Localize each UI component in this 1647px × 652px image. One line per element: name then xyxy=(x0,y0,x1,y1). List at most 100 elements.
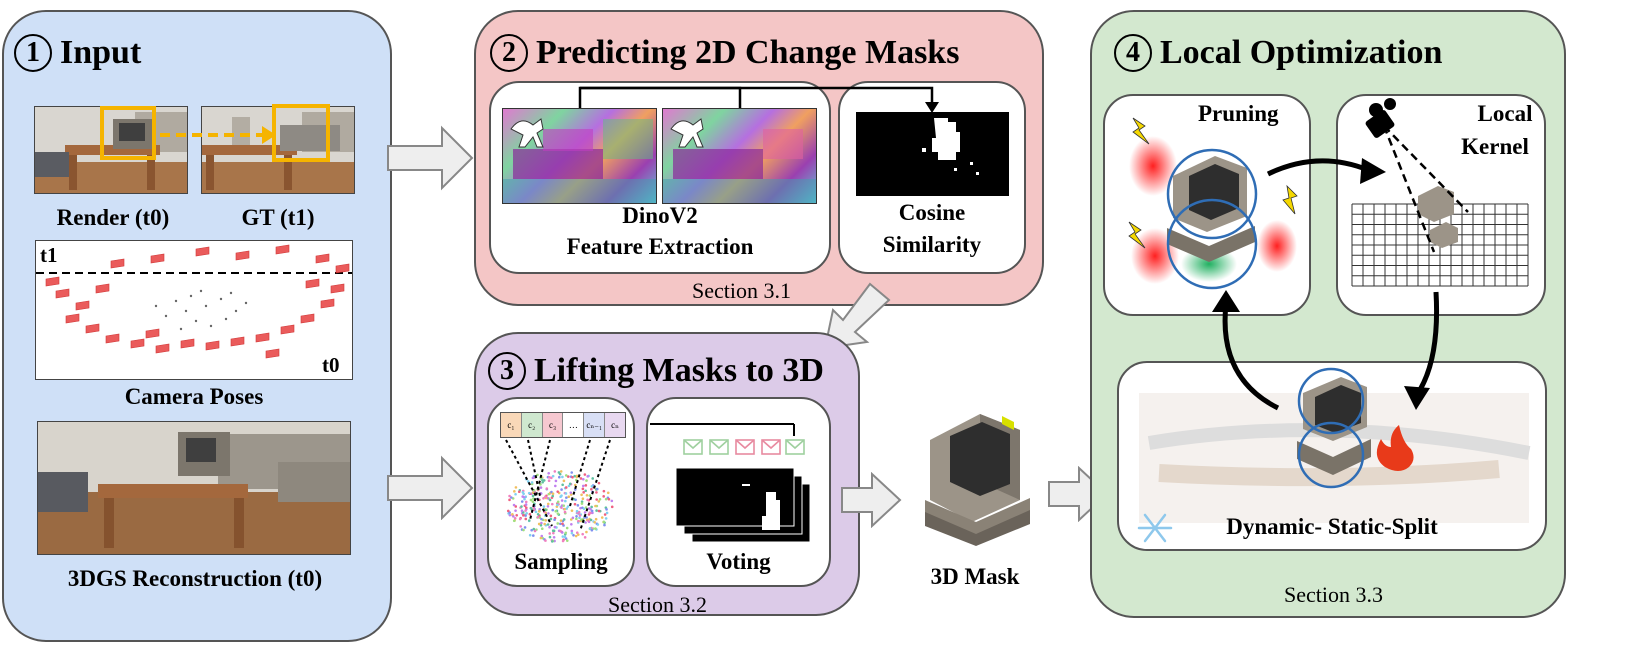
sample-point xyxy=(557,471,561,474)
sample-point xyxy=(546,502,550,506)
sample-point xyxy=(545,487,549,490)
sample-point xyxy=(524,503,528,506)
sample-point xyxy=(530,481,534,484)
split-label: Dynamic- Static-Split xyxy=(1226,514,1438,539)
sample-point xyxy=(556,500,560,504)
sample-point xyxy=(528,512,532,516)
token-2: c₂ xyxy=(521,413,543,437)
3d-mask-object xyxy=(925,414,1030,546)
sampling-scatter xyxy=(505,439,614,543)
sample-point xyxy=(551,492,555,496)
sample-point xyxy=(602,489,606,493)
step-number-4: 4 xyxy=(1114,34,1152,72)
sample-point xyxy=(593,520,597,524)
sample-point xyxy=(570,509,574,512)
sample-point xyxy=(556,522,560,525)
sample-point xyxy=(562,518,566,521)
sample-point xyxy=(554,509,558,513)
reconstruction-label: 3DGS Reconstruction (t0) xyxy=(67,566,323,591)
cosine-label-line2: Similarity xyxy=(882,232,982,257)
sample-point xyxy=(575,514,578,518)
sample-point xyxy=(560,488,563,491)
dino-feature-map-1 xyxy=(502,108,657,204)
sample-point xyxy=(536,473,539,477)
sample-point xyxy=(565,507,568,510)
sample-point xyxy=(590,484,594,488)
sample-point xyxy=(523,526,527,529)
sample-point xyxy=(532,497,535,500)
pruning-label: Pruning xyxy=(1198,101,1279,126)
sample-point xyxy=(536,515,540,519)
token-ellipsis: … xyxy=(563,413,585,437)
sample-point xyxy=(565,496,568,499)
sample-point xyxy=(560,506,563,510)
sampling-label: Sampling xyxy=(514,549,608,574)
sample-point xyxy=(537,522,541,526)
reconstruction-image xyxy=(37,421,351,555)
sample-point xyxy=(549,514,553,518)
sample-point xyxy=(520,509,524,513)
lifting-title-text: Lifting Masks to 3D xyxy=(534,352,824,389)
sample-point xyxy=(568,482,572,486)
sample-point xyxy=(564,474,568,477)
sample-point xyxy=(567,484,571,488)
feature-connector xyxy=(578,86,939,113)
sample-point xyxy=(566,505,570,508)
sample-point xyxy=(560,499,564,502)
sample-point xyxy=(597,481,601,485)
sample-point xyxy=(561,539,565,543)
sample-point xyxy=(580,493,583,497)
sample-point xyxy=(554,484,557,488)
sample-point xyxy=(575,517,578,521)
sample-point xyxy=(524,517,528,521)
sample-point xyxy=(550,502,554,506)
section-3-2-label: Section 3.2 xyxy=(608,592,707,617)
sample-point xyxy=(559,470,563,473)
sample-point xyxy=(525,511,528,515)
sample-point xyxy=(548,525,551,529)
sample-point xyxy=(602,495,605,498)
sample-point xyxy=(575,474,579,478)
sample-point xyxy=(583,536,587,539)
sample-point xyxy=(585,530,588,534)
sample-point xyxy=(542,496,545,500)
sample-point xyxy=(586,498,589,502)
sample-point xyxy=(565,526,569,530)
lifting-title: 3 Lifting Masks to 3D xyxy=(488,352,824,390)
sample-point xyxy=(544,519,548,522)
sample-point xyxy=(561,535,565,538)
sample-point xyxy=(571,516,575,520)
sample-point xyxy=(562,479,566,483)
sample-point xyxy=(573,483,577,487)
sample-point xyxy=(547,479,551,483)
sample-point xyxy=(566,475,570,478)
render-image xyxy=(34,106,188,194)
sample-point xyxy=(552,529,556,533)
change-arrow xyxy=(160,126,276,144)
local-kernel-label-line2: Kernel xyxy=(1461,134,1529,159)
dino-label-line1: DinoV2 xyxy=(622,203,698,228)
sample-point xyxy=(553,518,556,522)
sample-point xyxy=(569,491,573,494)
sample-point xyxy=(590,487,593,491)
dino-label-line2: Feature Extraction xyxy=(566,234,754,259)
sample-point xyxy=(585,516,588,519)
sample-point xyxy=(562,504,566,507)
input-title-text: Input xyxy=(60,34,142,71)
sample-point xyxy=(553,470,557,473)
sample-point xyxy=(574,498,577,502)
sample-point xyxy=(573,502,577,506)
sample-point xyxy=(588,511,592,515)
sample-point xyxy=(517,490,521,494)
sample-point xyxy=(585,493,589,497)
sample-point xyxy=(514,486,518,489)
sample-point xyxy=(584,489,587,493)
sample-point xyxy=(522,528,525,532)
token-bar: c₁ c₂ c₃ … cₙ₋₁ cₙ xyxy=(500,412,626,438)
sample-point xyxy=(604,497,608,501)
sample-point xyxy=(547,512,550,515)
sample-point xyxy=(529,498,533,502)
step-number-3: 3 xyxy=(488,352,526,390)
sample-point xyxy=(591,511,594,515)
sample-point xyxy=(537,510,541,513)
